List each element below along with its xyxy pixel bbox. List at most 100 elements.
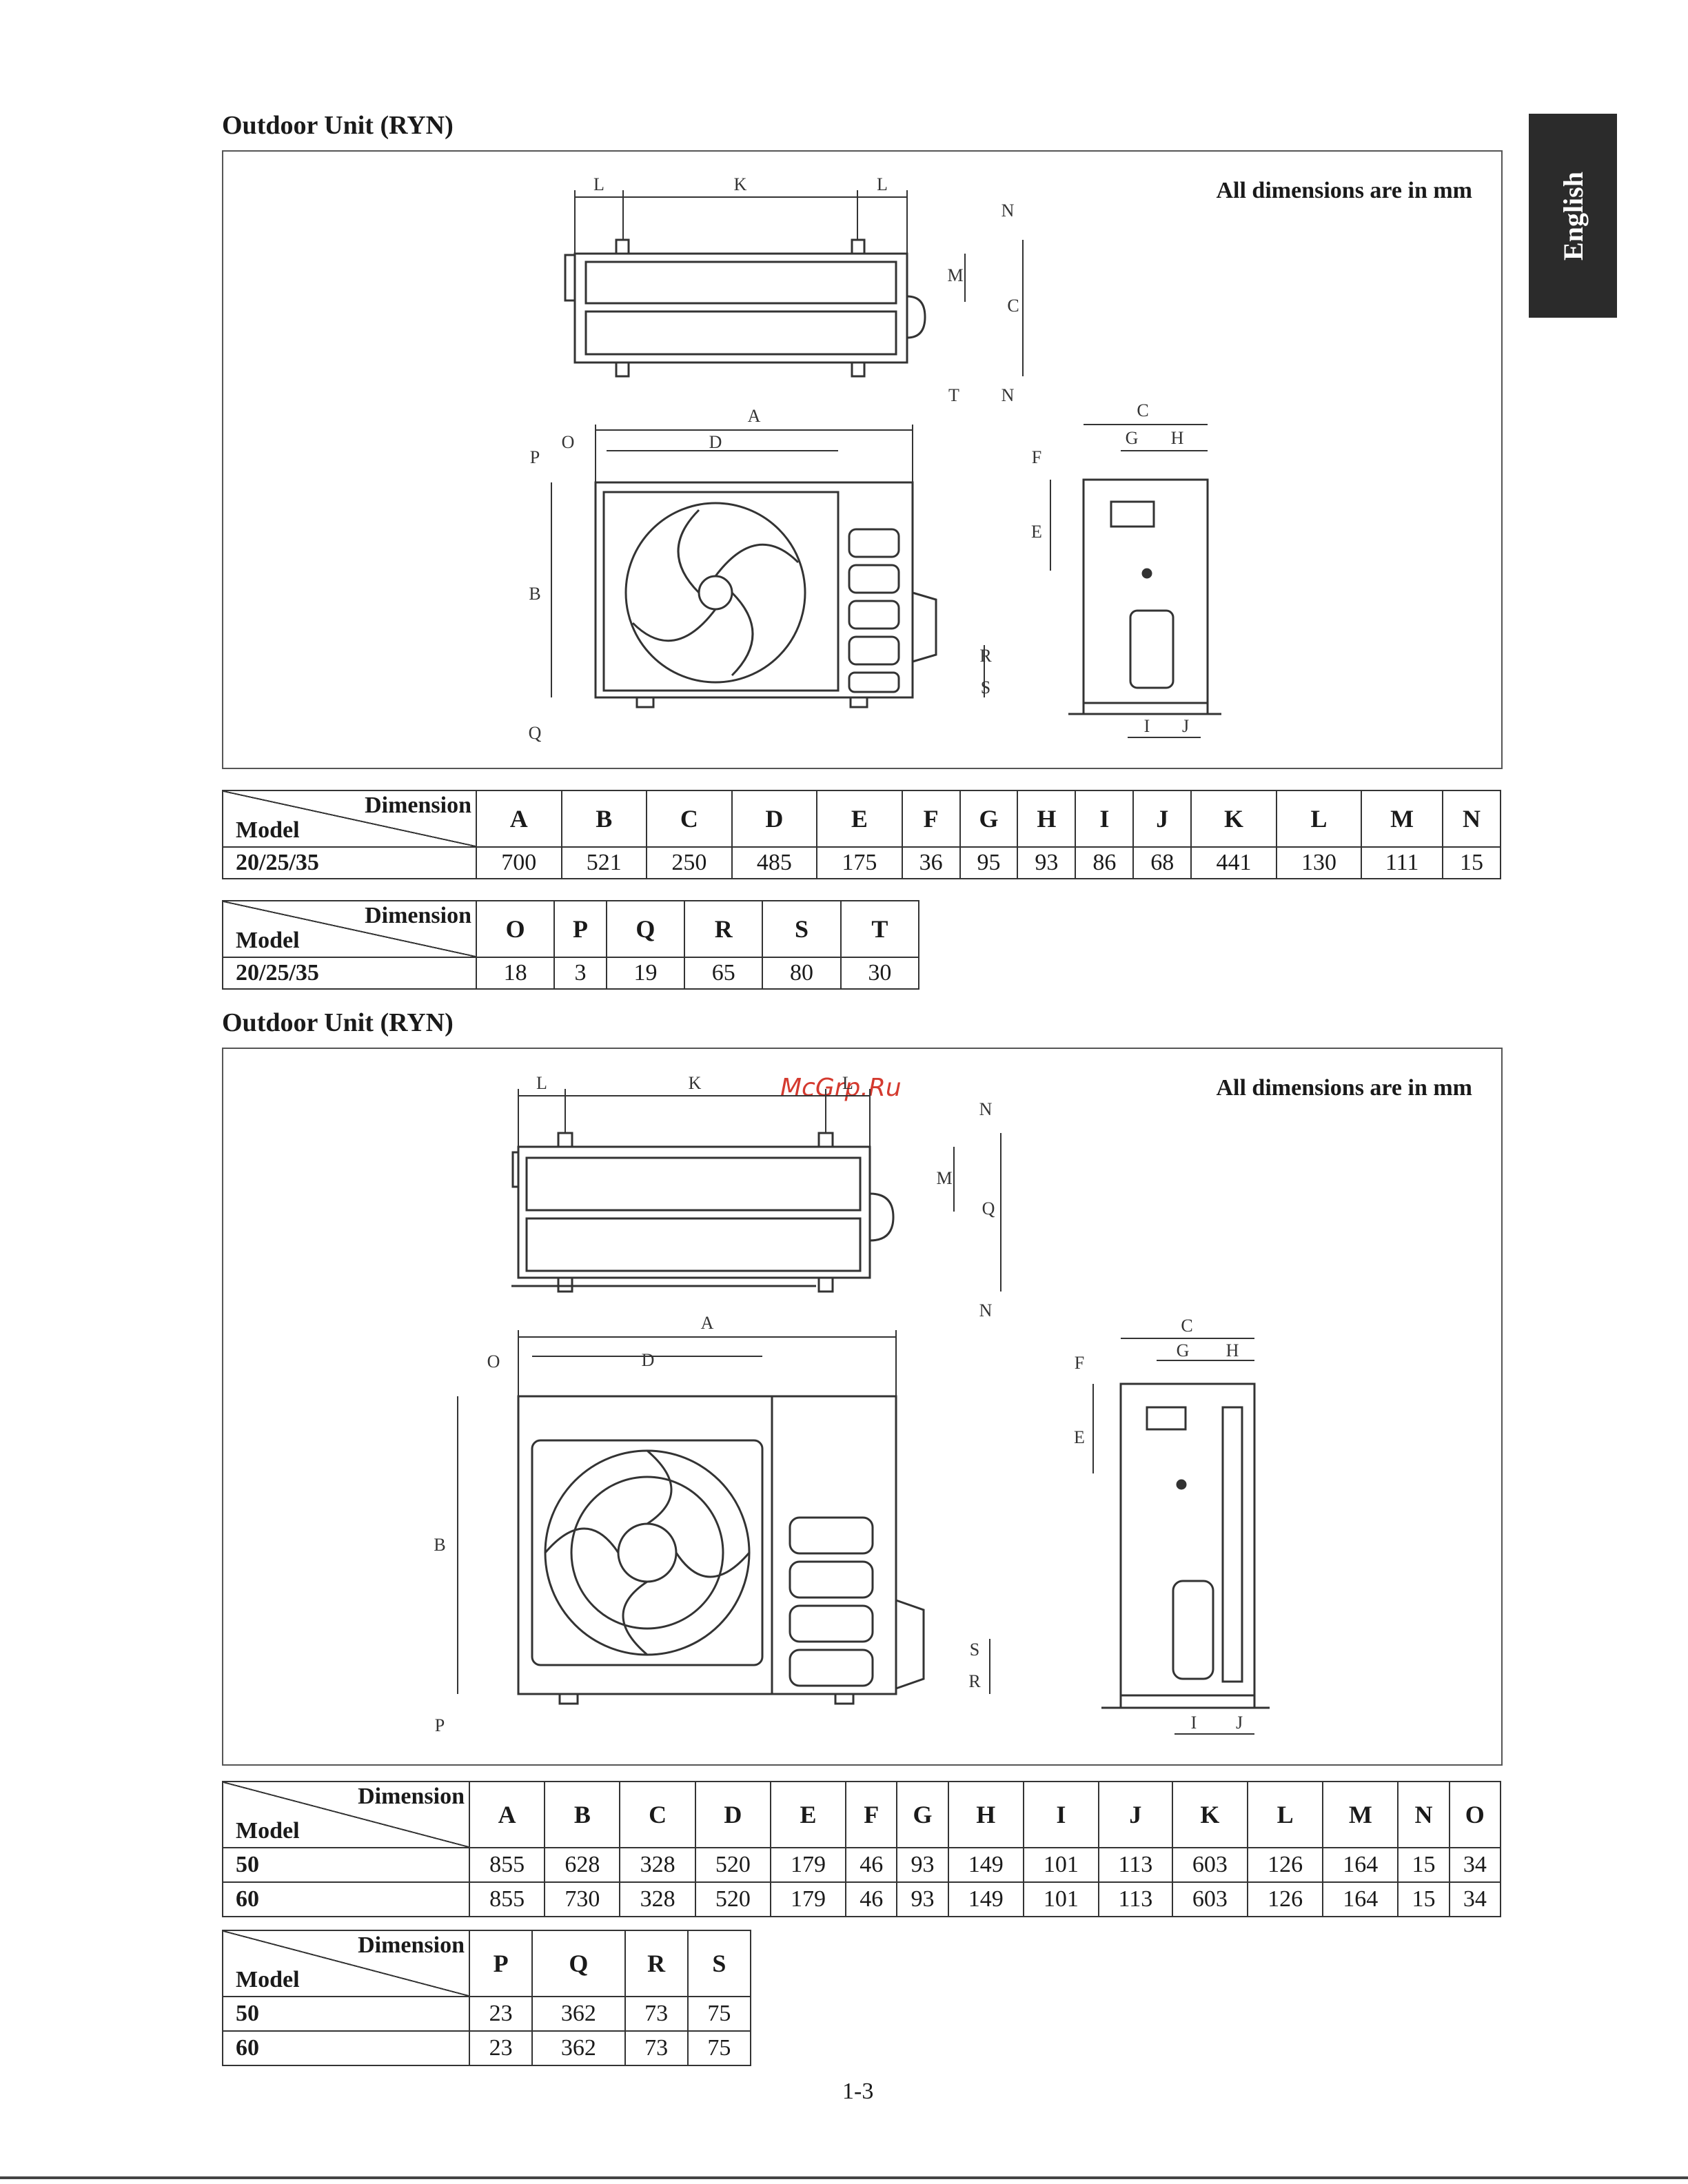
table-3-header: L (1246, 1781, 1324, 1848)
table-1-header: H (1017, 790, 1077, 848)
dimension-table-2: Dimension Model O P Q R S T 20/25/35 18 … (222, 900, 920, 990)
units-note-2: All dimensions are in mm (1216, 1075, 1472, 1101)
table-2-header: Q (605, 900, 686, 958)
diagram-2-letter-P: P (435, 1715, 445, 1735)
table-cell: 520 (694, 1847, 771, 1883)
table-cell: 149 (947, 1847, 1024, 1883)
table-2-header: S (762, 900, 842, 958)
diagram-2-letter-H: H (1226, 1340, 1239, 1360)
table-cell: 130 (1275, 846, 1363, 879)
diagram-1-letter-H: H (1171, 428, 1184, 448)
table-4-header: R (624, 1930, 689, 1997)
diagram-2: All dimensions are in mm McGrp.Ru (222, 1048, 1503, 1766)
diagram-1-letter-Q: Q (529, 723, 542, 743)
table-1-header: A (476, 790, 562, 848)
table-3-header: E (769, 1781, 847, 1848)
section-2-title: Outdoor Unit (RYN) (222, 1008, 454, 1037)
table-3-header: I (1022, 1781, 1100, 1848)
table-cell: 521 (560, 846, 648, 879)
table-3-model: 50 (222, 1847, 470, 1883)
table-cell: 164 (1322, 1847, 1399, 1883)
table-cell: 73 (624, 2030, 689, 2066)
table-cell: 65 (684, 957, 764, 990)
table-cell: 75 (687, 2030, 752, 2066)
diagram-2-letter-Q: Q (982, 1198, 995, 1218)
diagram-2-letter-F: F (1075, 1353, 1084, 1373)
diagram-1-letter-E: E (1031, 522, 1042, 542)
table-cell: 855 (468, 1847, 546, 1883)
table-2-corner: Dimension Model (222, 900, 477, 958)
diagram-1-letter-N: N (1001, 201, 1015, 221)
table-1-header: N (1441, 790, 1502, 848)
table-cell: 149 (947, 1881, 1024, 1917)
diagram-1-letter-S: S (981, 677, 990, 697)
table-cell: 441 (1190, 846, 1277, 879)
table-3-header: J (1098, 1781, 1173, 1848)
table-cell: 520 (694, 1881, 771, 1917)
dimension-table-1: Dimension Model A B C D E F G H I J K L … (222, 790, 1502, 879)
table-cell: 485 (731, 846, 818, 879)
table-3-header: O (1448, 1781, 1502, 1848)
table-3-header: A (468, 1781, 546, 1848)
diagram-2-letter-O: O (487, 1351, 500, 1371)
diagram-1-letter-L: L (593, 174, 604, 194)
diagram-2-letter-L: L (536, 1073, 547, 1093)
table-row: 20/25/35 700 521 250 485 175 36 95 93 86… (222, 846, 1502, 879)
diagram-1-letter-L2: L (877, 174, 888, 194)
table-row: 60 23 362 73 75 (222, 2030, 752, 2066)
table-cell: 175 (816, 846, 903, 879)
bottom-rule (0, 2176, 1688, 2179)
table-cell: 126 (1246, 1847, 1324, 1883)
diagram-1-letter-G: G (1126, 428, 1139, 448)
table-cell: 113 (1098, 1881, 1173, 1917)
table-1-header: M (1361, 790, 1443, 848)
table-cell: 179 (769, 1881, 847, 1917)
table-cell: 46 (845, 1847, 898, 1883)
table-cell: 46 (845, 1881, 898, 1917)
table-1-header: G (959, 790, 1019, 848)
table-cell: 23 (468, 1996, 533, 2032)
diagram-2-letter-G: G (1177, 1340, 1190, 1360)
table-cell: 362 (531, 2030, 626, 2066)
diagram-1-letter-B: B (529, 584, 540, 604)
section-1-title: Outdoor Unit (RYN) (222, 111, 454, 140)
diagram-1-letter-P: P (530, 447, 540, 467)
table-cell: 700 (476, 846, 562, 879)
table-cell: 36 (901, 846, 961, 879)
diagram-1-letter-O: O (562, 432, 575, 452)
diagram-2-letter-R: R (968, 1671, 981, 1691)
diagram-1-letter-C-side: C (1137, 400, 1148, 420)
table-3-header: N (1397, 1781, 1450, 1848)
diagram-1-letter-N2: N (1001, 385, 1015, 405)
table-cell: 179 (769, 1847, 847, 1883)
diagram-2-letter-N2: N (979, 1300, 993, 1320)
table-2-header: R (684, 900, 764, 958)
table-4-header: P (468, 1930, 533, 1997)
table-cell: 111 (1361, 846, 1443, 879)
table-1-header: K (1190, 790, 1277, 848)
table-2-model: 20/25/35 (222, 957, 477, 990)
table-cell: 95 (959, 846, 1019, 879)
table-4-header: S (687, 1930, 752, 1997)
table-2-header: T (840, 900, 920, 958)
diagram-2-drawing: L K L N M Q N A O D B P S R C G H F E I … (434, 1073, 1270, 1735)
diagram-1-letter-K: K (734, 174, 747, 194)
table-2-header: P (553, 900, 607, 958)
table-3-header: K (1171, 1781, 1248, 1848)
table-cell: 126 (1246, 1881, 1324, 1917)
table-1-header: D (731, 790, 818, 848)
language-tab-label: English (1557, 171, 1589, 261)
diagram-1-letter-J: J (1182, 716, 1189, 736)
language-tab: English (1529, 114, 1617, 318)
table-row: 60 855 730 328 520 179 46 93 149 101 113… (222, 1881, 1502, 1917)
table-cell: 855 (468, 1881, 546, 1917)
table-1-model: 20/25/35 (222, 846, 477, 879)
table-1-header: C (646, 790, 733, 848)
table-row: 50 855 628 328 520 179 46 93 149 101 113… (222, 1847, 1502, 1883)
table-3-header: F (845, 1781, 898, 1848)
table-4-header: Q (531, 1930, 626, 1997)
page-number: 1-3 (842, 2079, 874, 2104)
table-cell: 80 (762, 957, 842, 990)
diagram-1-letter-R: R (979, 646, 992, 666)
table-cell: 73 (624, 1996, 689, 2032)
